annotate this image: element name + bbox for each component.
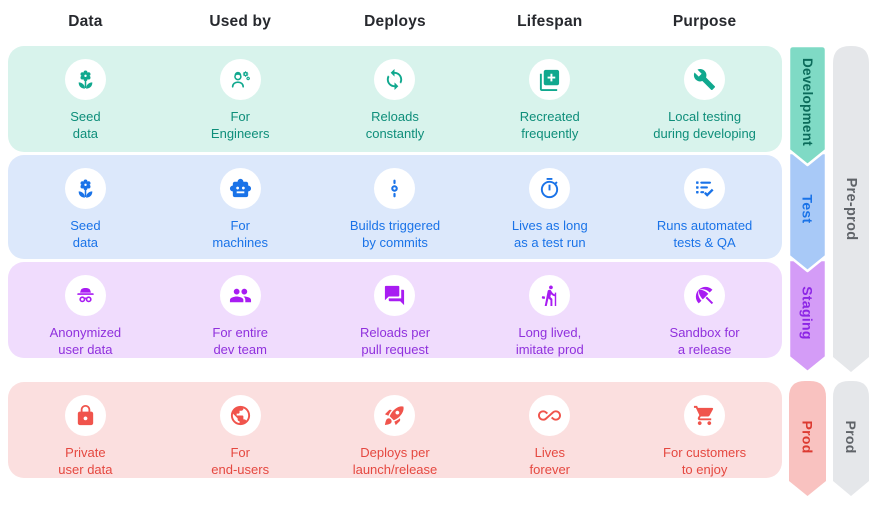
engineer-icon [231,71,250,88]
development-ribbon [787,44,828,167]
prod-ribbon [789,381,826,496]
cell-label: For entire dev team [212,325,269,358]
header-lifespan: Lifespan [517,13,583,30]
cell-prod-deploys: Deploys per launch/release [318,382,473,478]
cell-label: For Engineers [210,109,270,142]
cell-label: For end-users [211,445,270,478]
group-icon [229,288,251,303]
cell-label: Deploys per launch/release [352,445,438,478]
column-headers: Data Used by Deploys Lifespan Purpose [8,13,782,37]
cell-test-lifespan: Lives as long as a test run [472,155,627,259]
cell-dev-used-by: For Engineers [163,46,318,152]
seed-flower-icon [78,179,93,198]
cell-label: Recreated frequently [519,109,580,142]
cell-test-purpose: Runs automated tests & QA [627,155,782,259]
infinity-icon [538,410,562,421]
prod-outer-ribbon [833,381,869,496]
robot-icon [229,178,251,198]
preprod-ribbon [833,46,869,372]
cell-label: Builds triggered by commits [349,218,441,251]
cell-staging-used-by: For entire dev team [163,262,318,358]
library-add-icon [540,69,560,91]
row-development: Seed data For Engineers [8,46,782,152]
prod-outer-ribbon-label: Prod [843,420,859,453]
sync-arrows-icon [387,68,403,91]
cell-label: Private user data [58,445,113,478]
environment-ribbons: Pre-prod Development Test Staging Prod P… [787,44,869,496]
cell-dev-purpose: Local testing during developing [627,46,782,152]
cell-test-data: Seed data [8,155,163,259]
cell-prod-data: Private user data [8,382,163,478]
globe-icon [230,405,250,426]
cell-label: Anonymized user data [49,325,122,358]
cell-dev-deploys: Reloads constantly [318,46,473,152]
cell-label: Sandbox for a release [669,325,740,358]
lock-icon [77,404,94,426]
wrench-icon [694,69,716,91]
cell-label: Seed data [70,109,101,142]
header-used-by: Used by [209,13,272,30]
cell-staging-deploys: Reloads per pull request [318,262,473,358]
cell-prod-lifespan: Lives forever [472,382,627,478]
cell-prod-used-by: For end-users [163,382,318,478]
cell-staging-lifespan: Long lived, imitate prod [472,262,627,358]
cell-label: Lives as long as a test run [511,218,588,251]
cell-label: Local testing during developing [653,109,756,142]
cell-staging-data: Anonymized user data [8,262,163,358]
cell-dev-lifespan: Recreated frequently [472,46,627,152]
hiking-icon [542,285,557,307]
beach-umbrella-icon [695,286,714,305]
test-ribbon-label: Test [800,195,816,224]
cell-label: For customers to enjoy [663,445,747,478]
cell-label: Lives forever [529,445,571,478]
checklist-icon [696,181,714,197]
cell-label: Runs automated tests & QA [656,218,753,251]
cell-label: Reloads constantly [365,109,425,142]
staging-ribbon-label: Staging [800,286,816,339]
row-test: Seed data For machines Builds triggered … [8,155,782,259]
cell-label: Seed data [70,218,101,251]
cell-label: Long lived, imitate prod [515,325,584,358]
incognito-icon [77,288,94,303]
row-staging: Anonymized user data For entire dev team… [8,262,782,358]
cell-staging-purpose: Sandbox for a release [627,262,782,358]
chat-bubbles-icon [385,285,405,306]
timer-icon [541,177,559,199]
prod-ribbon-label: Prod [800,420,816,453]
commit-icon [391,179,399,198]
header-data: Data [68,13,103,30]
cell-label: For machines [212,218,269,251]
cell-test-used-by: For machines [163,155,318,259]
development-ribbon-label: Development [800,58,815,146]
header-deploys: Deploys [364,13,426,30]
cell-prod-purpose: For customers to enjoy [627,382,782,478]
shopping-cart-icon [694,405,714,426]
seed-flower-icon [78,70,93,89]
rocket-icon [385,406,405,426]
header-purpose: Purpose [672,13,737,30]
cell-test-deploys: Builds triggered by commits [318,155,473,259]
cell-dev-data: Seed data [8,46,163,152]
cell-label: Reloads per pull request [359,325,431,358]
preprod-ribbon-label: Pre-prod [843,178,859,241]
row-prod: Private user data For end-users Deploys … [8,382,782,478]
